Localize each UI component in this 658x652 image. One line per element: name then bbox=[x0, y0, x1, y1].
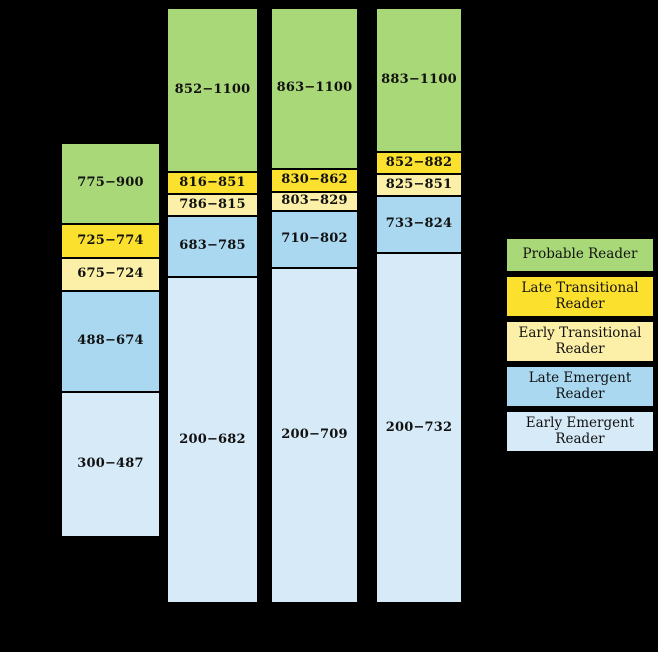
bar-segment: 830−862 bbox=[271, 169, 358, 192]
bar-column-3: 863−1100 830−862 803−829 710−802 200−709 bbox=[271, 8, 358, 603]
bar-segment: 863−1100 bbox=[271, 8, 358, 169]
bar-segment: 883−1100 bbox=[376, 8, 462, 152]
bar-segment: 852−882 bbox=[376, 152, 462, 174]
bar-segment: 200−732 bbox=[376, 253, 462, 603]
bar-segment: 675−724 bbox=[61, 258, 160, 291]
bar-segment-label: 786−815 bbox=[179, 196, 246, 212]
bar-segment: 300−487 bbox=[61, 392, 160, 537]
bar-segment: 488−674 bbox=[61, 291, 160, 392]
bar-segment: 803−829 bbox=[271, 192, 358, 211]
bar-segment-label: 830−862 bbox=[281, 172, 348, 188]
bar-segment-label: 725−774 bbox=[77, 232, 144, 248]
bar-segment-label: 200−732 bbox=[385, 419, 453, 435]
legend-item-label: Late Emergent Reader bbox=[528, 370, 632, 402]
bar-segment: 733−824 bbox=[376, 196, 462, 253]
bar-segment-label: 816−851 bbox=[179, 174, 246, 190]
bar-segment-label: 488−674 bbox=[77, 333, 144, 349]
bar-segment-label: 883−1100 bbox=[381, 71, 457, 87]
bar-segment-label: 200−682 bbox=[179, 431, 246, 447]
bar-segment-label: 825−851 bbox=[385, 176, 453, 192]
bar-segment-label: 300−487 bbox=[77, 456, 144, 472]
bar-segment: 825−851 bbox=[376, 174, 462, 196]
legend-item[interactable]: Probable Reader bbox=[506, 238, 654, 272]
legend-item[interactable]: Early Transitional Reader bbox=[506, 321, 654, 363]
bar-segment: 775−900 bbox=[61, 143, 160, 224]
legend-item-label: Early Emergent Reader bbox=[525, 415, 635, 447]
bar-segment: 200−682 bbox=[167, 277, 258, 603]
bar-segment-label: 200−709 bbox=[281, 427, 348, 443]
bar-segment: 786−815 bbox=[167, 194, 258, 216]
bar-segment-label: 675−724 bbox=[77, 266, 144, 282]
bar-segment: 710−802 bbox=[271, 211, 358, 268]
bar-segment: 683−785 bbox=[167, 216, 258, 277]
bar-segment-label: 733−824 bbox=[385, 216, 453, 232]
bar-column-1: 775−900 725−774 675−724 488−674 300−487 bbox=[61, 143, 160, 537]
bar-segment-label: 710−802 bbox=[281, 231, 348, 247]
legend-item-label: Late Transitional Reader bbox=[521, 280, 639, 312]
bar-segment-label: 803−829 bbox=[281, 193, 348, 209]
legend-item[interactable]: Late Emergent Reader bbox=[506, 366, 654, 408]
bar-segment-label: 683−785 bbox=[179, 238, 246, 254]
bar-column-4: 883−1100 852−882 825−851 733−824 200−732 bbox=[376, 8, 462, 603]
bar-segment-label: 852−1100 bbox=[174, 81, 251, 97]
bar-segment-label: 852−882 bbox=[385, 154, 453, 170]
bar-segment-label: 863−1100 bbox=[276, 80, 353, 96]
bar-column-2: 852−1100 816−851 786−815 683−785 200−682 bbox=[167, 8, 258, 603]
legend-item[interactable]: Early Emergent Reader bbox=[506, 411, 654, 453]
bar-segment-label: 775−900 bbox=[77, 175, 144, 191]
bar-segment: 816−851 bbox=[167, 172, 258, 194]
bar-segment: 200−709 bbox=[271, 268, 358, 603]
bar-segment: 852−1100 bbox=[167, 8, 258, 172]
legend-item-label: Early Transitional Reader bbox=[518, 325, 642, 357]
legend-item[interactable]: Late Transitional Reader bbox=[506, 276, 654, 318]
bar-segment: 725−774 bbox=[61, 224, 160, 258]
legend-item-label: Probable Reader bbox=[522, 246, 638, 263]
